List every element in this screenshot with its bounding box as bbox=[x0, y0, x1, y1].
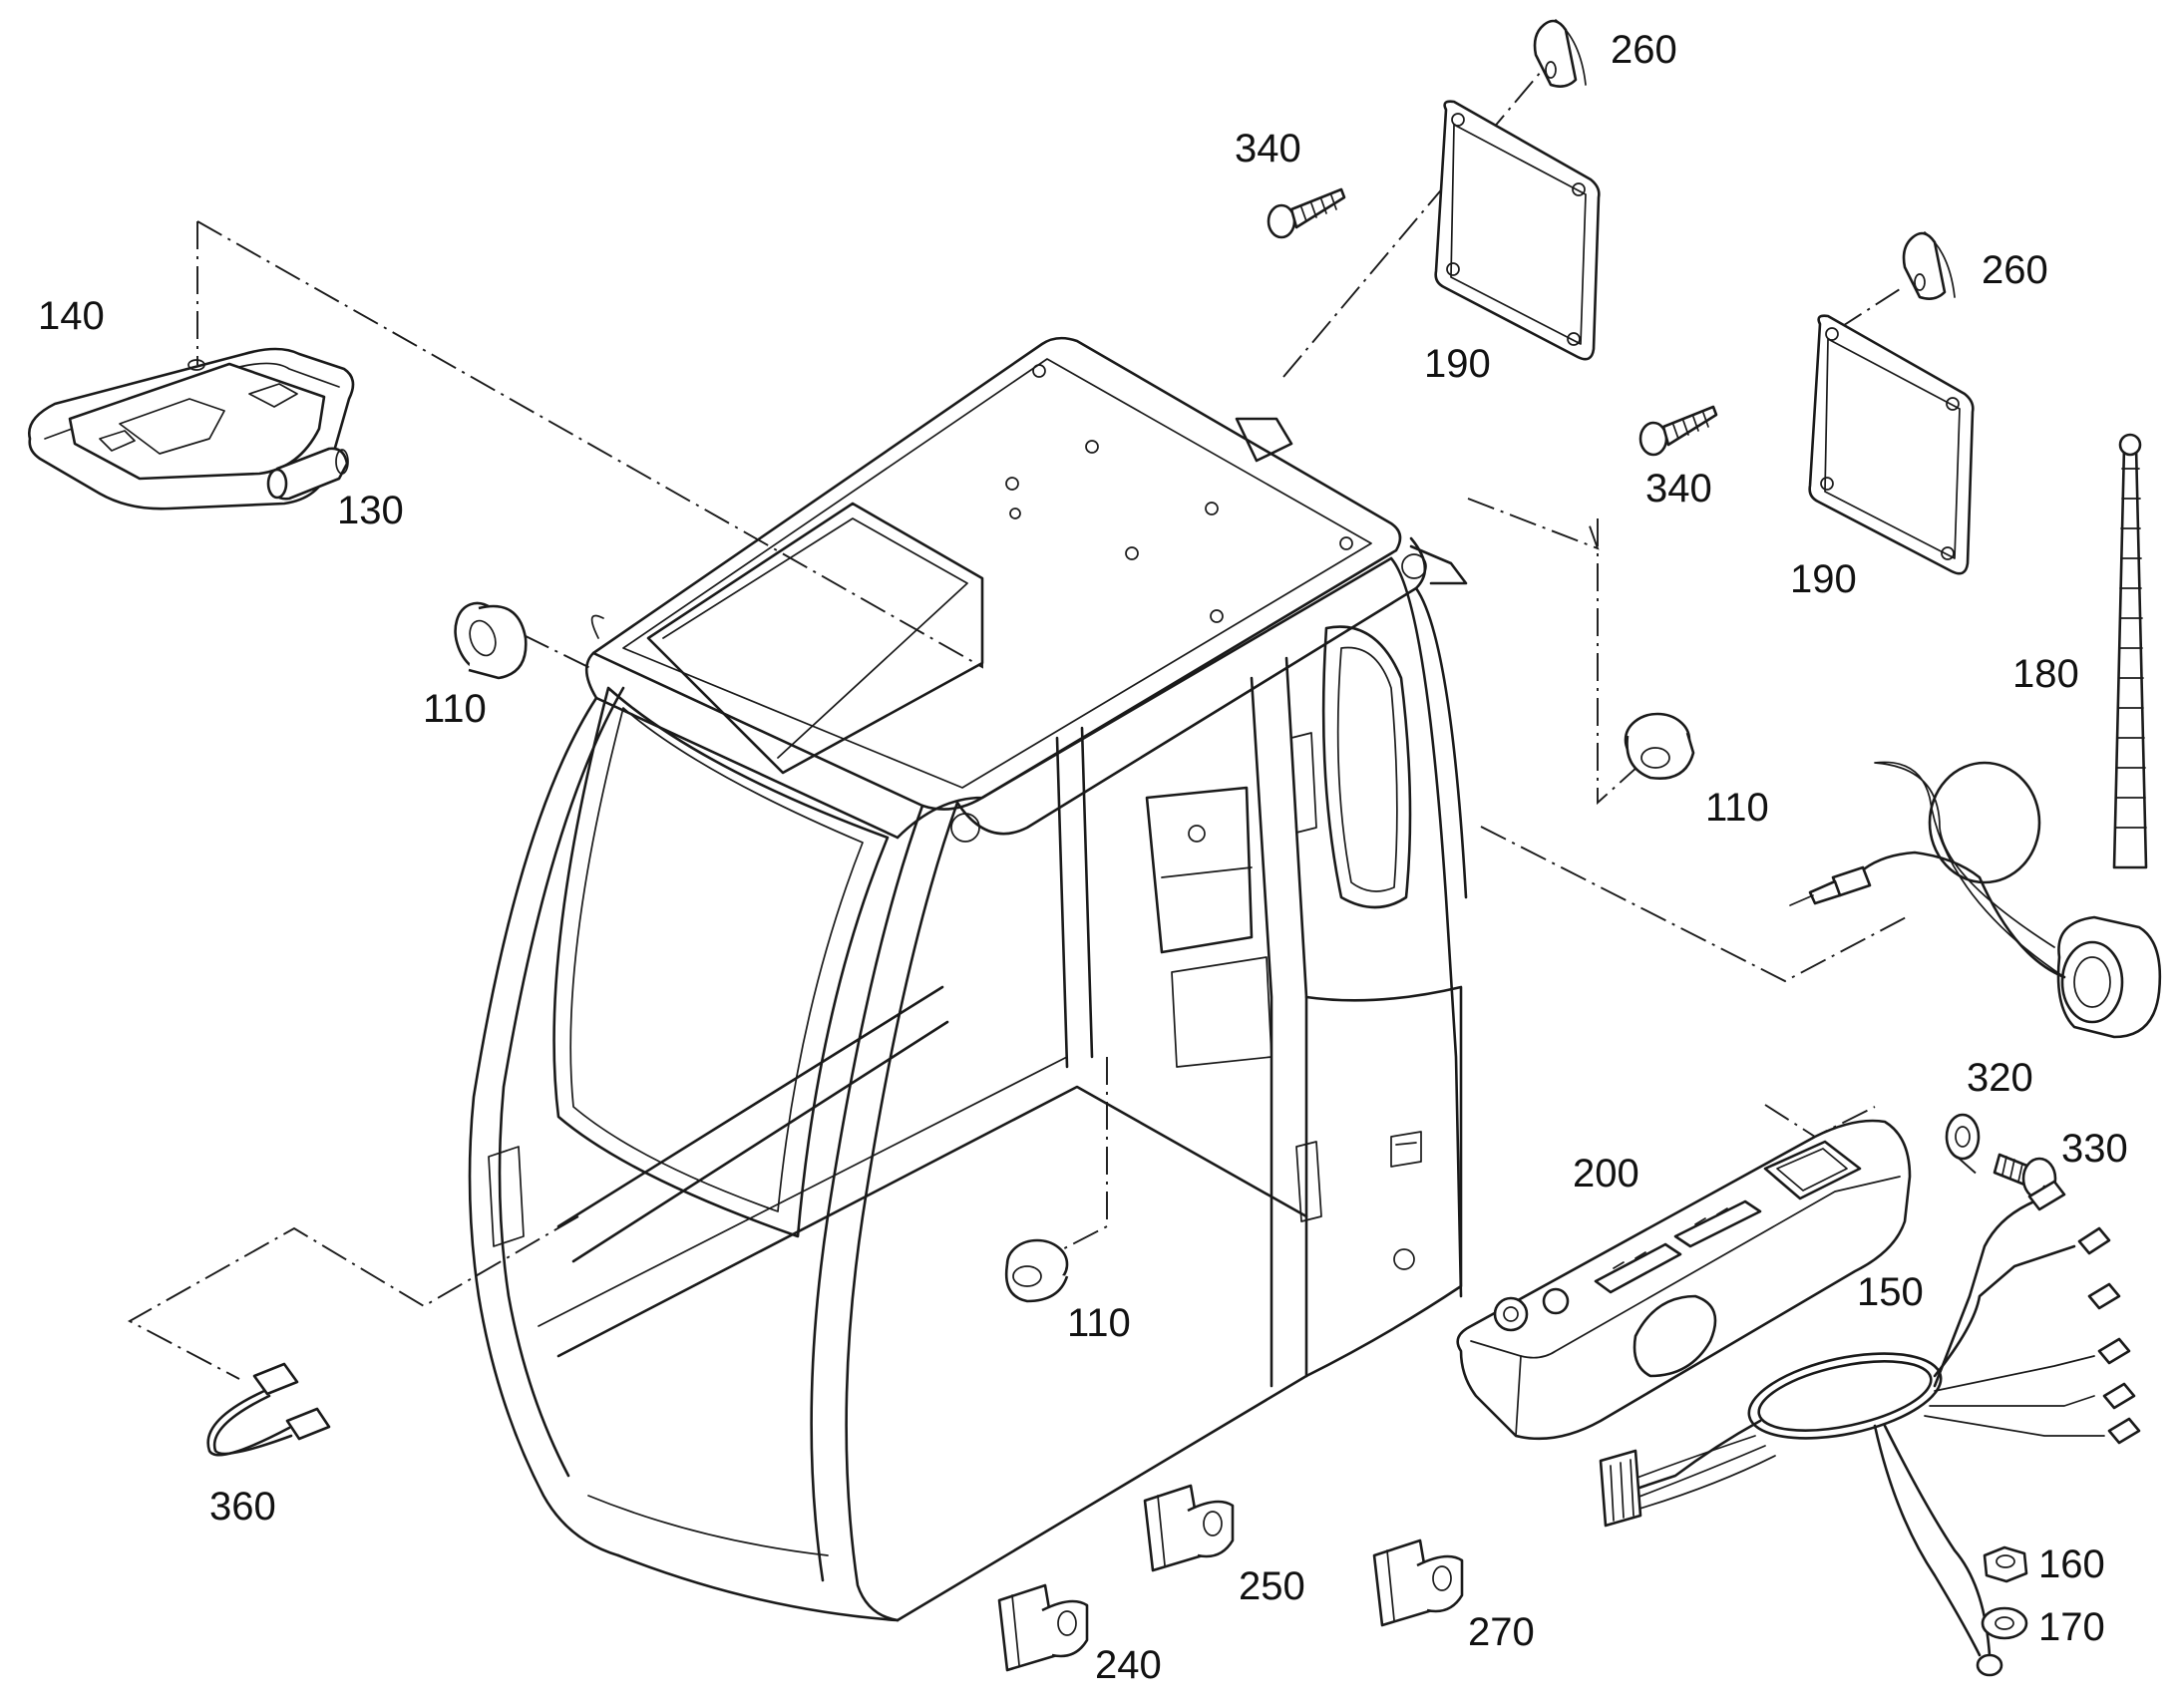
part-270-clip bbox=[1372, 1538, 1464, 1627]
label-190-top: 190 bbox=[1424, 342, 1491, 386]
part-180-antenna bbox=[1789, 433, 2162, 1039]
part-110-grommet-top-left bbox=[454, 601, 528, 680]
part-340-screw-top bbox=[1267, 187, 1346, 239]
label-170: 170 bbox=[2038, 1605, 2105, 1649]
label-150: 150 bbox=[1857, 1270, 1924, 1314]
label-200: 200 bbox=[1573, 1152, 1639, 1196]
label-110-top-left: 110 bbox=[423, 687, 487, 731]
label-270: 270 bbox=[1468, 1610, 1535, 1654]
label-320: 320 bbox=[1967, 1056, 2033, 1100]
cab-frame bbox=[468, 336, 1468, 1622]
part-150-wire-harness bbox=[1599, 1180, 2141, 1677]
label-340-top: 340 bbox=[1235, 127, 1301, 171]
label-260-right: 260 bbox=[1982, 248, 2048, 292]
part-200-console bbox=[1456, 1119, 1912, 1441]
part-360-jumper-cable bbox=[206, 1362, 331, 1457]
part-260-clip-right bbox=[1902, 231, 1956, 300]
part-140-dome-light bbox=[28, 347, 355, 511]
part-110-grommet-right bbox=[1624, 712, 1695, 781]
label-260-top: 260 bbox=[1611, 28, 1677, 72]
part-190-cover-plate-top bbox=[1434, 100, 1601, 361]
label-140: 140 bbox=[38, 294, 105, 338]
part-260-clip-top bbox=[1533, 19, 1587, 88]
label-130: 130 bbox=[337, 489, 404, 532]
label-340-right: 340 bbox=[1645, 467, 1712, 511]
label-250: 250 bbox=[1239, 1564, 1305, 1608]
label-180: 180 bbox=[2012, 652, 2079, 696]
part-number-labels: 260 340 190 260 140 130 340 190 110 180 … bbox=[38, 28, 2128, 1687]
label-110-right: 110 bbox=[1705, 786, 1769, 830]
label-160: 160 bbox=[2038, 1542, 2105, 1586]
roof-bolts bbox=[1005, 364, 1353, 623]
label-330: 330 bbox=[2061, 1127, 2128, 1171]
part-160-nut bbox=[1983, 1545, 2028, 1583]
leader-lines bbox=[128, 71, 1981, 1380]
part-130-bulb bbox=[266, 447, 349, 501]
label-110-bottom: 110 bbox=[1067, 1301, 1131, 1345]
label-190-right: 190 bbox=[1790, 557, 1857, 601]
part-190-cover-plate-right bbox=[1808, 314, 1975, 575]
part-110-grommet-bottom bbox=[1004, 1238, 1069, 1303]
part-320-washer bbox=[1945, 1113, 1981, 1161]
part-240-clip bbox=[997, 1583, 1089, 1672]
label-360: 360 bbox=[209, 1485, 276, 1529]
part-250-clip bbox=[1143, 1484, 1235, 1572]
part-170-washer bbox=[1981, 1606, 2028, 1640]
label-240: 240 bbox=[1095, 1643, 1162, 1687]
part-340-screw-right bbox=[1638, 405, 1718, 457]
